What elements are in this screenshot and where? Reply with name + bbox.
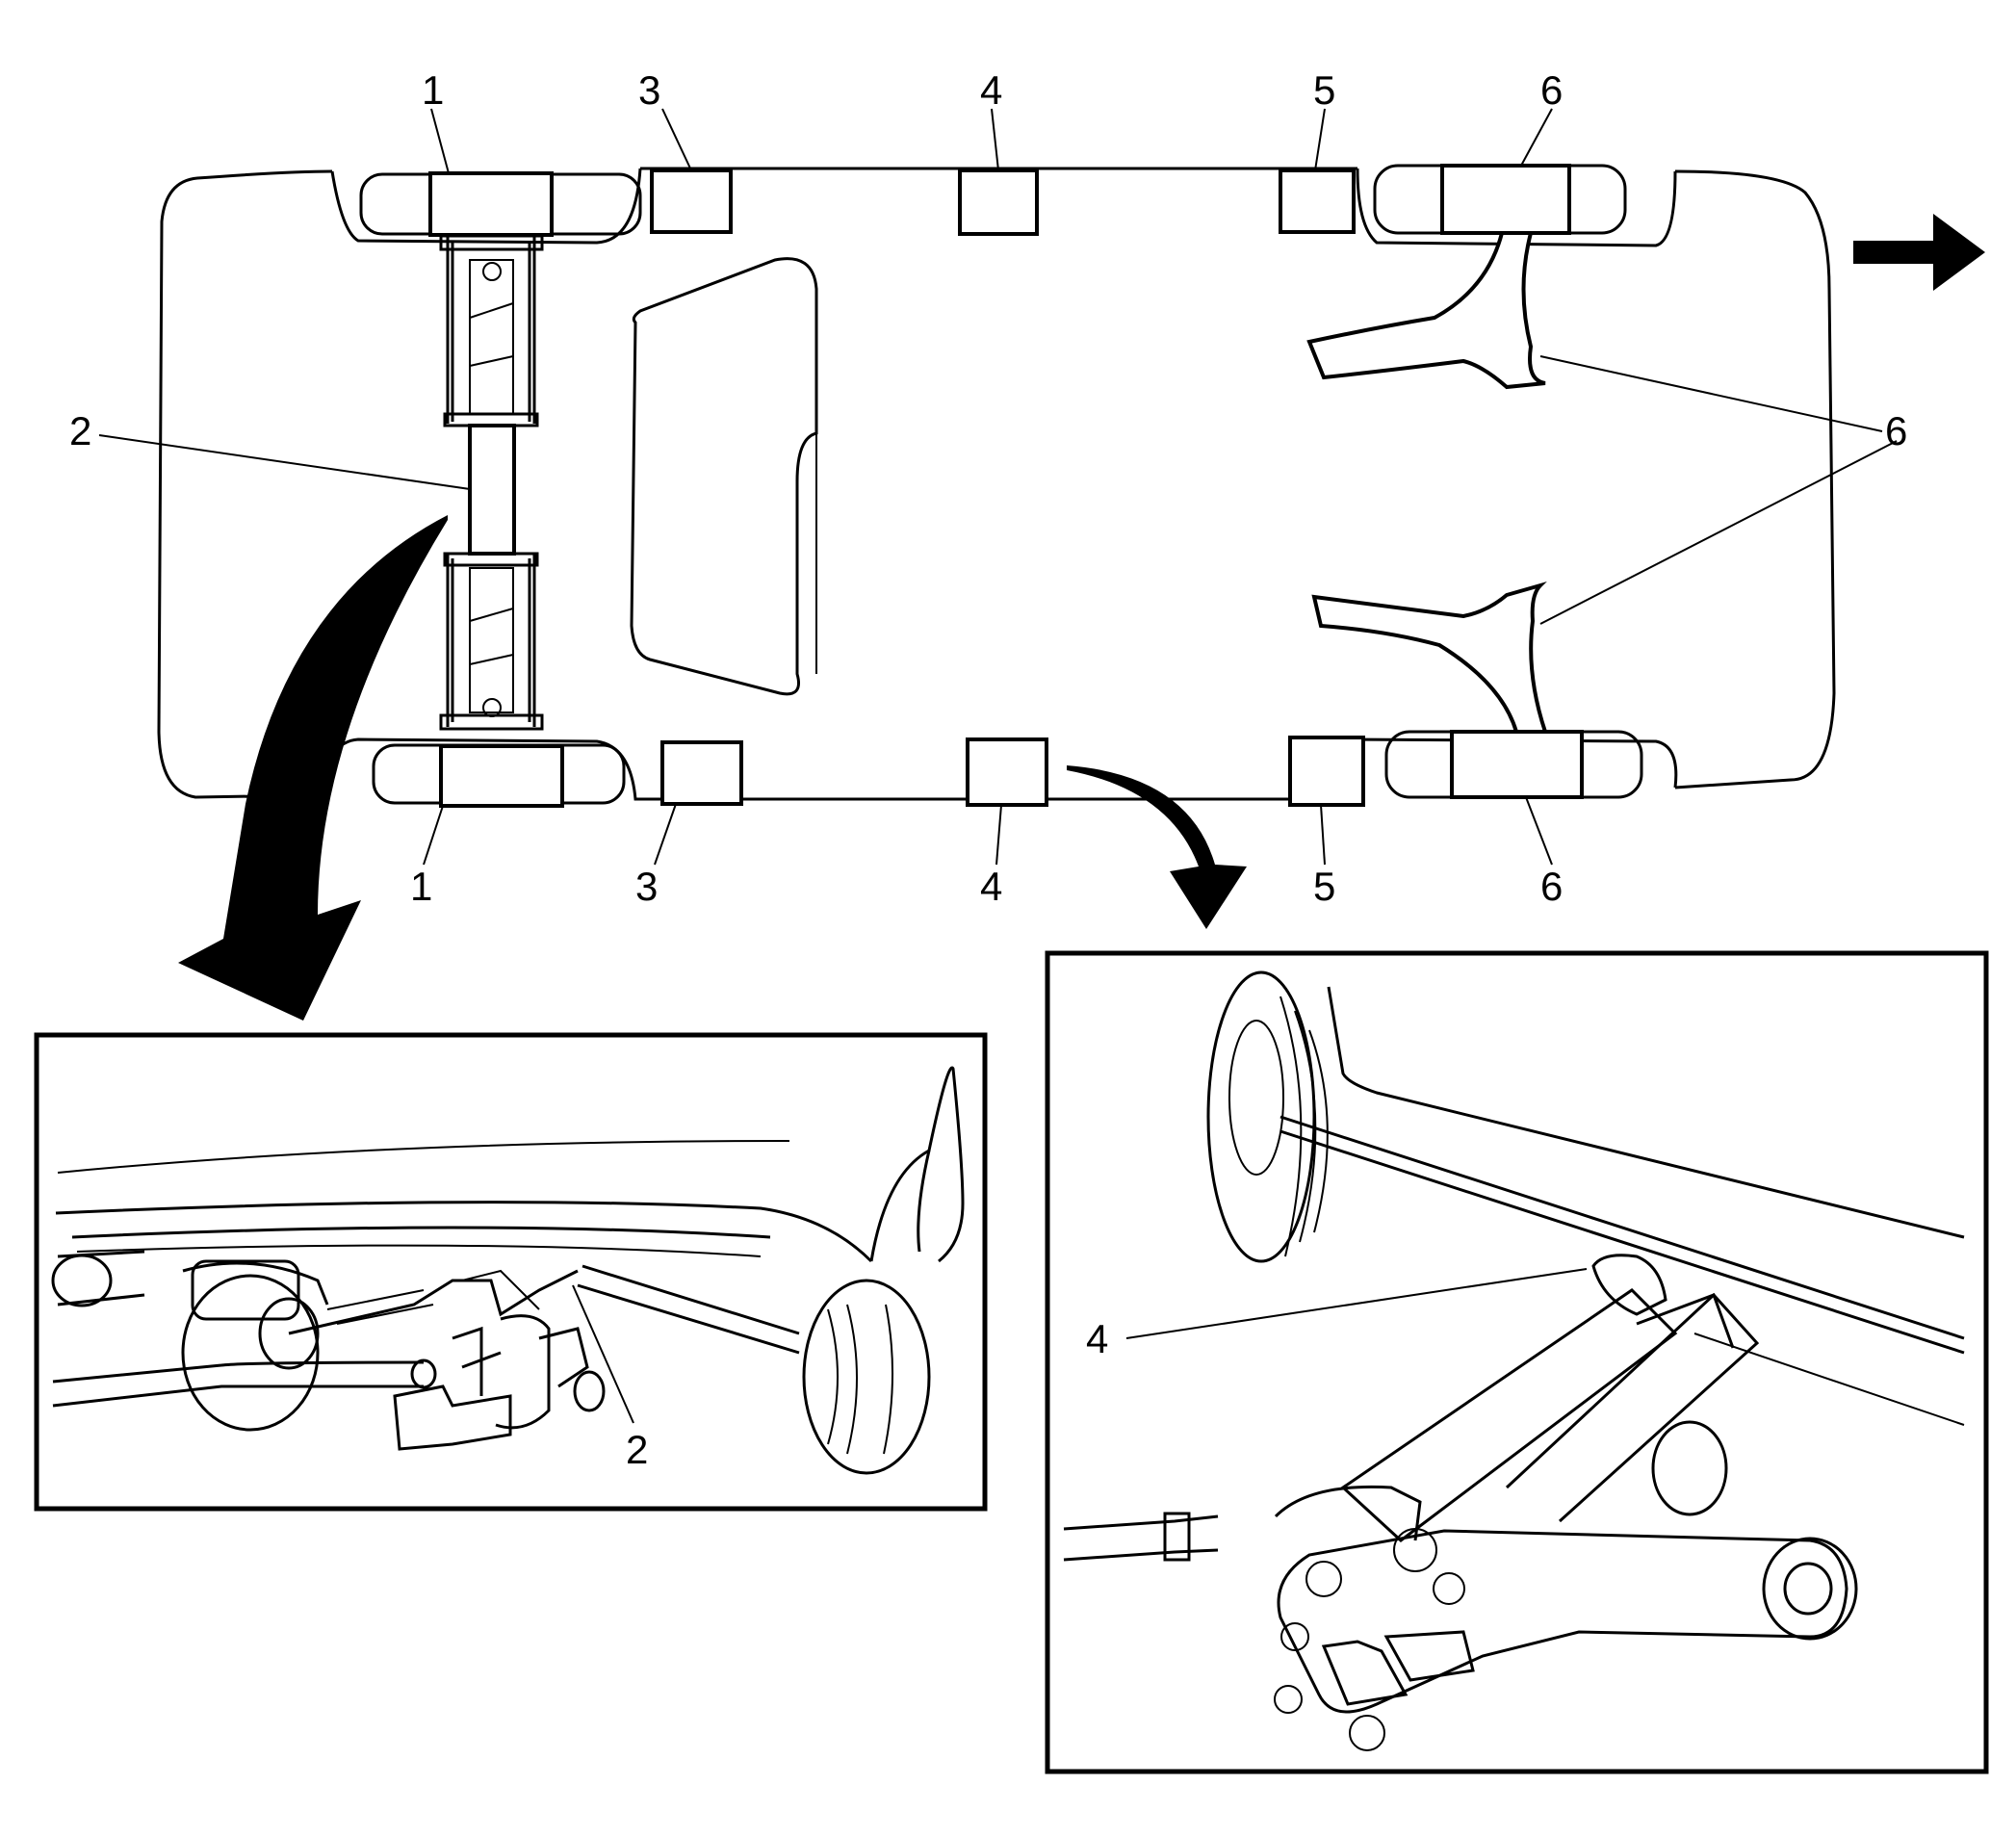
lift-pad-2 (468, 424, 516, 556)
lift-pad-4-bottom (966, 737, 1048, 807)
rear-axle-pad-6-upper (1306, 231, 1546, 390)
callout-bottom-6: 6 (1540, 864, 1563, 909)
callout-top-4: 4 (980, 67, 1002, 113)
lift-pad-6-bottom (1450, 730, 1584, 799)
lift-pad-5-top (1279, 168, 1356, 234)
curved-arrow-icon (1067, 765, 1247, 929)
lift-pad-6-top (1440, 164, 1571, 235)
callout-side-2: 2 (69, 408, 91, 453)
vehicle-top-view (157, 164, 1836, 805)
lift-pad-3-top (650, 168, 733, 234)
lift-pad-4-top (958, 168, 1039, 236)
curved-arrow-icon (178, 515, 448, 1021)
lift-pad-1-bottom (439, 744, 564, 808)
callout-bottom-4: 4 (980, 864, 1002, 909)
callout-bottom-1: 1 (410, 864, 432, 909)
callout-top-6: 6 (1540, 67, 1563, 113)
callout-top-3: 3 (638, 67, 660, 113)
fuel-tank-outline (630, 257, 818, 696)
front-crossmember (439, 234, 544, 731)
lift-pad-5-bottom (1288, 736, 1365, 807)
callout-inset-left-2: 2 (626, 1427, 648, 1472)
arrow-right-icon (1853, 214, 1985, 291)
callout-inset-right-4: 4 (1086, 1316, 1108, 1361)
lift-pad-3-bottom (660, 740, 743, 806)
callout-side-6: 6 (1885, 408, 1907, 453)
rear-axle-pad-6-lower (1311, 581, 1548, 734)
inset-right-side-rail: 4 (1045, 950, 1989, 1774)
callout-top-5: 5 (1313, 67, 1335, 113)
lift-pad-1-top (428, 171, 554, 237)
callout-bottom-5: 5 (1313, 864, 1335, 909)
callout-top-1: 1 (422, 67, 444, 113)
top-view-leaders (98, 108, 1898, 866)
inset-left-front-crossmember: 2 (34, 1032, 988, 1512)
callout-bottom-3: 3 (635, 864, 658, 909)
